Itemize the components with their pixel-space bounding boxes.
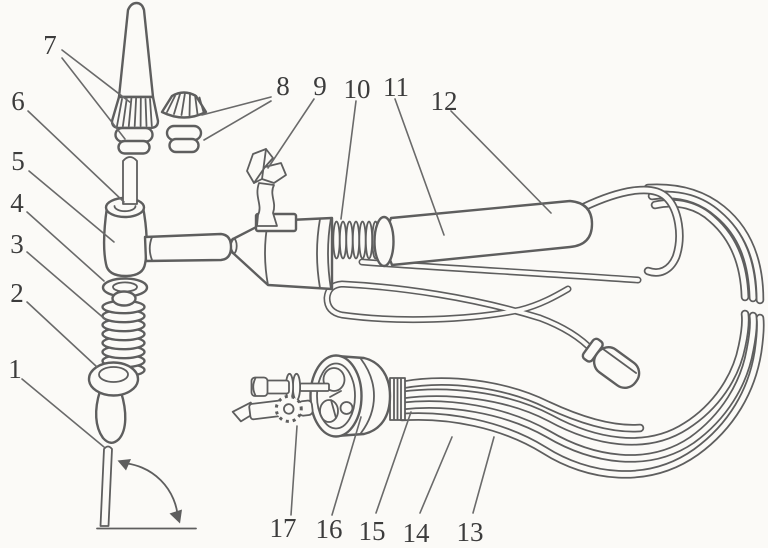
- connector-socket-bottom: [319, 399, 339, 423]
- contact-pin-upper: [250, 372, 330, 402]
- spring-rib: [338, 220, 348, 260]
- grip-bulb: [87, 361, 140, 444]
- leader-line-1: [21, 378, 105, 448]
- spring-ribs: [332, 220, 380, 260]
- spring-rib: [358, 220, 367, 260]
- top-tube: [122, 156, 138, 205]
- leader-line-14: [419, 436, 453, 514]
- cap-ring-2: [168, 137, 200, 154]
- pin-end-face: [252, 377, 257, 397]
- bullet-connector-tip: [581, 337, 641, 389]
- callout-label-6: 6: [11, 86, 25, 116]
- bullet-body: [592, 346, 641, 389]
- side-arm-joint-arc: [148, 236, 153, 261]
- spring-rib: [351, 220, 361, 260]
- leader-line-8: [201, 96, 272, 141]
- cone-ring-2: [117, 139, 151, 155]
- stopcock-lever-facets: [253, 148, 267, 184]
- leader-line-15: [375, 411, 412, 514]
- t-body-inner-rim: [113, 205, 137, 213]
- cap-dome-ribs: [166, 92, 205, 117]
- leader-line-4: [26, 211, 105, 282]
- leader-line-3: [26, 251, 107, 321]
- body-joint-arc-2: [316, 218, 321, 289]
- spring-rib: [345, 220, 354, 260]
- leader-lines: [21, 49, 552, 516]
- connector-face-inner-rim: [316, 362, 356, 430]
- leader-line-10: [340, 100, 357, 220]
- cone-band-ribs: [116, 97, 153, 127]
- leader-line-2: [26, 301, 98, 368]
- callout-label-11: 11: [383, 72, 409, 102]
- connector-back-rim: [360, 358, 375, 434]
- bulb-collar-inner: [98, 366, 129, 383]
- callout-label-8: 8: [276, 71, 290, 101]
- callout-labels: 7 6 5 4 3 2 1 8 9 10 11 12 17 16 15 14 1…: [8, 30, 483, 548]
- callout-label-14: 14: [403, 518, 431, 548]
- callout-label-9: 9: [313, 71, 327, 101]
- pin-shaft: [265, 379, 290, 395]
- distal-tube-and-angle: [96, 445, 197, 530]
- callout-label-2: 2: [10, 278, 24, 308]
- connector-socket-small: [339, 401, 354, 415]
- bulb-body: [95, 389, 127, 444]
- handle-collar-ring: [373, 215, 395, 268]
- body-joint-arc-3: [327, 217, 332, 290]
- distal-tube: [99, 445, 113, 527]
- connector-face-dividers: [329, 390, 342, 419]
- connector-socket-top: [322, 367, 346, 392]
- spring-rib: [364, 220, 374, 260]
- distal-parts-column: [87, 1, 233, 530]
- callout-label-7: 7: [43, 30, 57, 60]
- callout-label-1: 1: [8, 354, 22, 384]
- cone-adapter: [110, 1, 160, 155]
- stopcock-lever: [246, 148, 287, 184]
- leader-line-12: [450, 110, 552, 214]
- callout-label-15: 15: [359, 516, 386, 546]
- callout-label-16: 16: [316, 514, 343, 544]
- spring-rib: [332, 220, 341, 260]
- callout-label-4: 4: [10, 188, 24, 218]
- knurled-fitting-lower: [231, 394, 314, 423]
- knurled-wheel: [274, 394, 303, 423]
- leader-line-6: [27, 110, 125, 203]
- connector-plug-assembly: [231, 354, 406, 438]
- leader-line-7: [61, 49, 132, 140]
- stopcock-stem: [256, 182, 278, 227]
- connector-neck-ribs: [393, 378, 402, 420]
- callout-label-12: 12: [431, 86, 458, 116]
- leader-line-13: [472, 436, 495, 514]
- leader-line-9: [267, 98, 315, 169]
- arc-arrowhead-top: [117, 459, 131, 471]
- leader-line-17: [290, 425, 298, 516]
- bellows-cap: [111, 290, 137, 307]
- side-arm: [143, 232, 233, 263]
- thin-channel-tubing: [327, 190, 679, 389]
- vent-cap: [160, 91, 208, 154]
- pin-rod: [299, 382, 330, 392]
- leader-line-11: [394, 98, 445, 236]
- cone-taper: [117, 1, 155, 99]
- t-body-assembly: [103, 156, 233, 278]
- bellows: [101, 290, 146, 378]
- callout-label-17: 17: [270, 513, 297, 543]
- knurled-wheel-hub: [283, 403, 295, 415]
- leader-line-16: [331, 416, 362, 516]
- callout-label-13: 13: [457, 517, 484, 547]
- bullet-edge-line: [602, 348, 637, 374]
- callout-label-3: 3: [10, 229, 24, 259]
- callout-label-5: 5: [11, 146, 25, 176]
- pin-end-cap: [250, 376, 269, 397]
- callout-label-10: 10: [344, 74, 371, 104]
- leader-line-5: [28, 170, 115, 243]
- bend-angle-arc: [120, 462, 179, 521]
- arc-arrowhead-bottom: [169, 509, 182, 524]
